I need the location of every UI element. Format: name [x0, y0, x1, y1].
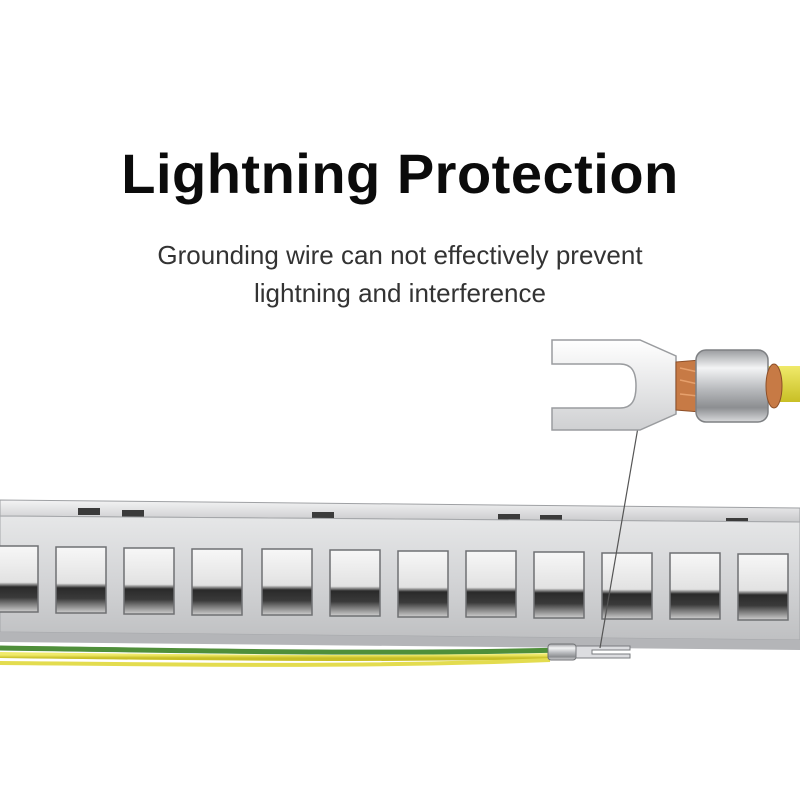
subheadline-line-2: lightning and interference [254, 278, 546, 308]
subheadline: Grounding wire can not effectively preve… [0, 236, 800, 312]
keystone-ports [0, 545, 789, 621]
grounding-wire [0, 643, 631, 667]
headline: Lightning Protection [121, 142, 679, 205]
subheadline-line-1: Grounding wire can not effectively preve… [157, 240, 643, 270]
callout-line [599, 403, 643, 649]
spade-terminal-zoom [551, 339, 800, 431]
patch-panel [0, 499, 800, 650]
